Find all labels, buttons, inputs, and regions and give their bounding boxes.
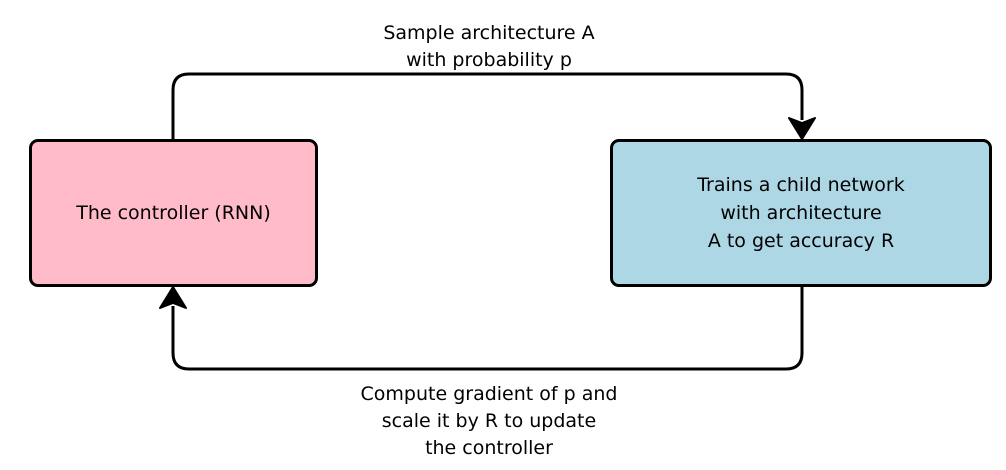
update-edge-arrowhead (159, 286, 187, 309)
update-edge-label-line-3: the controller (425, 437, 553, 459)
update-edge-label: Compute gradient of p and scale it by R … (339, 381, 639, 462)
update-edge-label-line-2: scale it by R to update (381, 410, 597, 432)
controller-node: The controller (RNN) (29, 139, 318, 287)
sample-edge-arrowhead (788, 117, 816, 140)
child-network-node: Trains a child network with architecture… (610, 139, 992, 287)
update-edge-line (171, 287, 804, 371)
child-node-label-line-3: A to get accuracy R (707, 230, 895, 252)
controller-node-label: The controller (RNN) (76, 202, 271, 224)
child-node-label-line-1: Trains a child network (697, 174, 905, 196)
sample-edge-label-line-1: Sample architecture A (383, 22, 595, 44)
sample-edge-label-line-2: with probability p (406, 49, 572, 71)
update-edge-label-line-1: Compute gradient of p and (360, 383, 618, 405)
sample-edge-line (171, 72, 804, 139)
child-node-label-line-2: with architecture (720, 202, 882, 224)
sample-edge-label: Sample architecture A with probability p (339, 20, 639, 74)
